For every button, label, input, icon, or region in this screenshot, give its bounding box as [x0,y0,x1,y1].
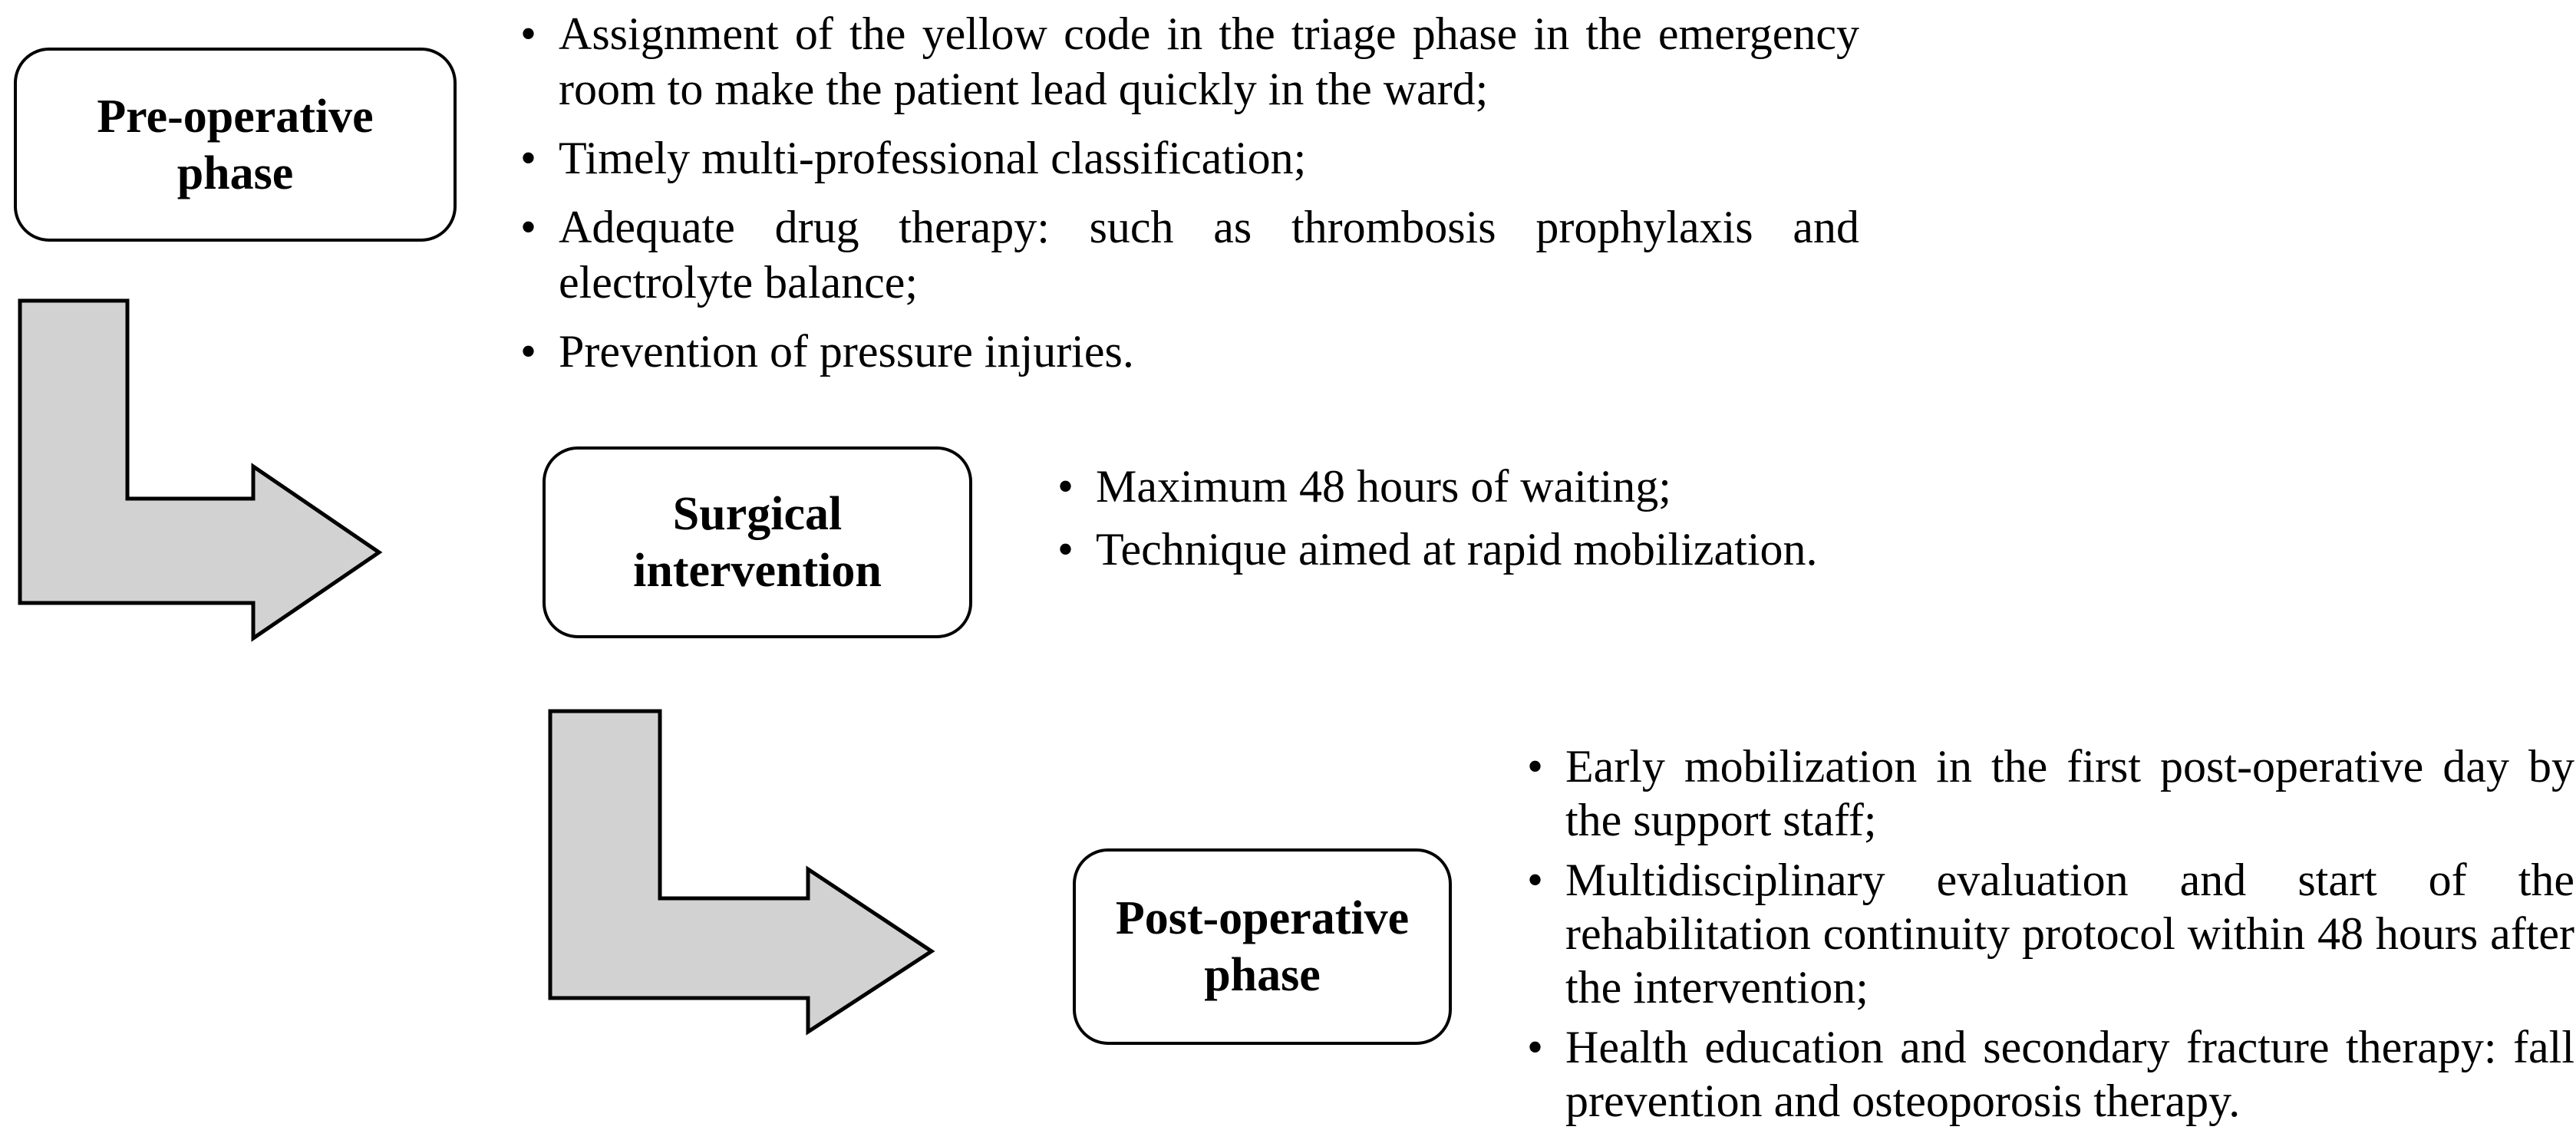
list-item: • Maximum 48 hours of waiting; [1057,459,1863,514]
bullet-text: Health education and secondary fracture … [1565,1022,2574,1126]
bullet-text: Maximum 48 hours of waiting; [1096,461,1671,512]
phase-box-post-operative: Post-operative phase [1073,848,1452,1045]
elbow-arrow-down-right-icon [18,298,383,642]
bullet-dot: • [1527,1022,1544,1072]
bullet-list-pre-operative: • Assignment of the yellow code in the tr… [520,6,1859,379]
elbow-arrow-shape [548,709,935,1036]
bullet-list-surgical-intervention: • Maximum 48 hours of waiting; • Technique… [1057,459,1863,585]
elbow-arrow-down-right-icon [548,709,935,1036]
list-item: • Adequate drug therapy: such as thrombos… [520,199,1859,310]
bullet-text: Multidisciplinary evaluation and start o… [1565,855,2574,1013]
bullet-list-post-operative: • Early mobilization in the first post-op… [1527,740,2574,1130]
bullet-dot: • [1527,741,1544,792]
list-item: • Timely multi-professional classificatio… [520,130,1859,186]
bullet-text: Timely multi-professional classification… [559,133,1307,183]
bullet-dot: • [520,8,537,59]
bullet-dot: • [520,133,537,183]
phase-title-pre-operative: Pre-operative phase [97,90,374,199]
bullet-text: Adequate drug therapy: such as thrombosi… [559,202,1859,308]
bullet-dot: • [520,326,537,377]
list-item: • Early mobilization in the first post-op… [1527,740,2574,847]
bullet-dot: • [520,202,537,252]
phase-title-post-operative: Post-operative phase [1115,892,1410,1001]
list-item: • Prevention of pressure injuries. [520,324,1859,379]
phase-title-surgical-intervention: Surgical intervention [633,488,882,597]
list-item: • Technique aimed at rapid mobilization. [1057,522,1863,577]
list-item: • Assignment of the yellow code in the tr… [520,6,1859,117]
bullet-dot: • [1057,524,1074,575]
bullet-text: Assignment of the yellow code in the tri… [559,8,1859,114]
bullet-text: Technique aimed at rapid mobilization. [1096,524,1818,575]
phase-box-pre-operative: Pre-operative phase [14,48,457,242]
bullet-text: Prevention of pressure injuries. [559,326,1134,377]
phase-box-surgical-intervention: Surgical intervention [543,446,972,638]
bullet-dot: • [1527,855,1544,905]
bullet-dot: • [1057,461,1074,512]
list-item: • Health education and secondary fracture… [1527,1020,2574,1128]
list-item: • Multidisciplinary evaluation and start … [1527,853,2574,1014]
bullet-text: Early mobilization in the first post-ope… [1565,741,2574,845]
elbow-arrow-shape [18,298,383,642]
